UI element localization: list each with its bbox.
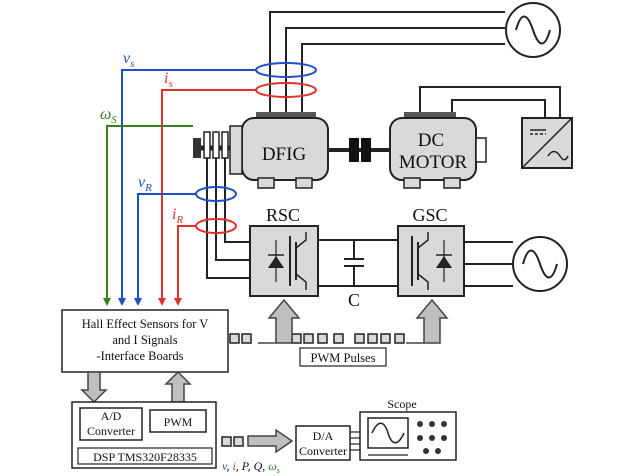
- dc-motor-label-1: DC: [418, 130, 444, 151]
- dsp-board: A/D Converter PWM DSP TMS320F28335: [71, 401, 217, 469]
- vs-signal-line: [118, 69, 256, 306]
- sine-icon: [522, 249, 558, 279]
- rsc-converter: RSC: [249, 205, 319, 297]
- pwm-pulses-label: PWM Pulses: [311, 351, 376, 365]
- stator-power-lines: [269, 11, 505, 113]
- sine-icon: [515, 15, 551, 45]
- rotor-power-lines: [206, 158, 250, 279]
- dc-motor: DC MOTOR: [389, 112, 487, 189]
- pwm-pulse-train: [229, 333, 405, 344]
- ad-label-2: Converter: [87, 424, 135, 438]
- ws-signal-line: [103, 125, 193, 306]
- grid-source-top: [505, 2, 561, 58]
- pwm-to-rsc-arrow: [258, 298, 301, 344]
- grid-source-right: [512, 236, 568, 292]
- dsp-to-da-arrow: [247, 428, 294, 454]
- da-label-2: Converter: [299, 444, 347, 458]
- dc-drive: [521, 117, 573, 169]
- gsc-grid-lines: [464, 241, 513, 287]
- oscilloscope: Scope: [359, 397, 457, 461]
- scope-wave-icon: [371, 422, 405, 444]
- da-label-1: D/A: [313, 429, 334, 443]
- hall-to-dsp-arrow: [80, 371, 108, 404]
- slip-rings: [193, 131, 230, 159]
- gsc-label: GSC: [412, 205, 447, 225]
- is-signal-line: [158, 89, 256, 306]
- hall-line-3: -Interface Boards: [96, 349, 183, 363]
- ws-label: ωS: [100, 106, 117, 126]
- ad-label-1: A/D: [101, 409, 122, 423]
- vr-signal-line: [134, 193, 196, 306]
- dc-link: [318, 239, 398, 287]
- dc-supply-lines: [419, 86, 561, 118]
- pwm-to-gsc-arrow: [406, 298, 449, 344]
- is-label: is: [164, 70, 173, 90]
- vs-label: vs: [123, 50, 134, 70]
- hall-line-2: and I Signals: [112, 333, 177, 347]
- hall-sensor-box: Hall Effect Sensors for V and I Signals …: [61, 309, 229, 373]
- gsc-converter: GSC: [397, 205, 465, 297]
- shaft-coupling: [328, 138, 390, 162]
- dc-motor-label-2: MOTOR: [399, 152, 468, 173]
- da-converter: D/A Converter: [295, 425, 351, 461]
- output-data-squares: [221, 436, 244, 447]
- pwm-block-label: PWM: [164, 415, 193, 429]
- hall-line-1: Hall Effect Sensors for V: [82, 317, 209, 331]
- dsp-to-hall-arrow: [164, 370, 192, 403]
- dsp-label: DSP TMS320F28335: [93, 450, 197, 464]
- vr-label: vR: [138, 174, 152, 194]
- output-signals-label: v,i,P,Q,ωs: [222, 459, 280, 475]
- rsc-label: RSC: [266, 205, 300, 225]
- ir-signal-line: [174, 225, 196, 306]
- dfig-machine: DFIG: [229, 112, 329, 189]
- scope-label: Scope: [387, 397, 416, 411]
- dfig-label: DFIG: [262, 144, 307, 165]
- da-to-scope-wires: [350, 431, 360, 451]
- capacitor-label: C: [348, 290, 360, 310]
- ir-label: iR: [172, 206, 183, 226]
